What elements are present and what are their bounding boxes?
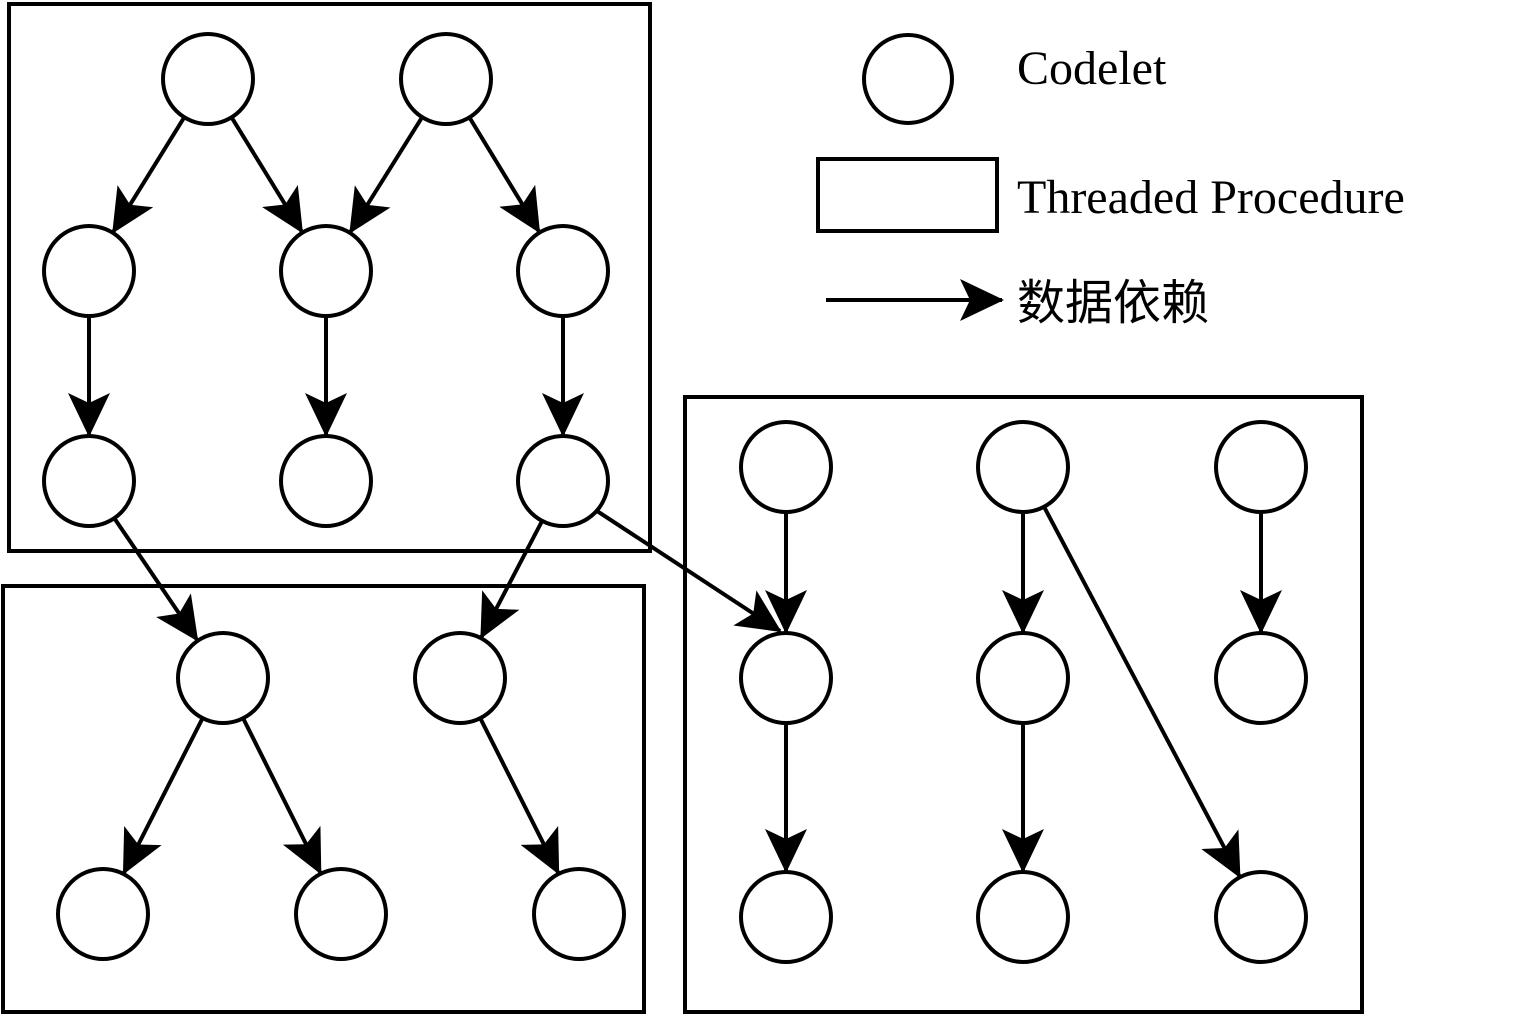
codelet-a1	[161, 32, 255, 126]
legend: Codelet Threaded Procedure 数据依赖	[816, 33, 1405, 330]
dependency-arrows	[68, 116, 1282, 879]
codelet-r1	[739, 420, 833, 514]
codelet-c3	[516, 434, 610, 528]
codelet-nodes	[42, 32, 1308, 964]
codelet-t3	[1214, 870, 1308, 964]
dependency-arrow-a1-to-b1	[111, 116, 186, 234]
codelet-b1	[42, 224, 136, 318]
codelet-d2	[413, 631, 507, 725]
codelet-e2	[294, 867, 388, 961]
dependency-arrow-a2-to-b3	[467, 116, 541, 234]
codelet-c2	[279, 434, 373, 528]
codelet-s3	[1214, 631, 1308, 725]
dependency-arrow-a2-to-b2	[348, 116, 424, 234]
dependency-arrow-d2-to-e3	[478, 717, 561, 875]
codelet-t2	[976, 870, 1070, 964]
codelet-t1	[739, 870, 833, 964]
codelet-b3	[516, 224, 610, 318]
legend-codelet-symbol	[862, 33, 954, 125]
codelet-e1	[56, 867, 150, 961]
legend-threaded-procedure-label: Threaded Procedure	[1017, 171, 1405, 224]
codelet-r3	[1214, 420, 1308, 514]
dependency-arrow-c1-to-d1	[112, 517, 199, 642]
codelet-e3	[532, 867, 626, 961]
codelet-b2	[279, 224, 373, 318]
codelet-r2	[976, 420, 1070, 514]
dependency-arrow-d1-to-e1	[122, 717, 205, 875]
legend-threaded-procedure-symbol	[816, 157, 999, 233]
codelet-s2	[976, 631, 1070, 725]
dependency-arrow-c3-to-s1	[595, 509, 782, 633]
legend-codelet-label: Codelet	[1017, 42, 1167, 95]
dependency-arrow-r2-to-t3	[1042, 505, 1242, 879]
codelet-d1	[176, 631, 270, 725]
dependency-arrow-c3-to-d2	[479, 519, 544, 640]
threaded-procedure-bottom-left	[1, 584, 646, 1014]
threaded-procedure-top-left	[7, 2, 652, 553]
dependency-arrow-a1-to-b2	[229, 116, 304, 234]
codelet-s1	[739, 631, 833, 725]
threaded-procedure-right	[683, 395, 1364, 1014]
codelet-c1	[42, 434, 136, 528]
dependency-arrow-d1-to-e2	[241, 717, 323, 875]
legend-dependency-label: 数据依赖	[1017, 277, 1209, 330]
codelet-a2	[399, 32, 493, 126]
